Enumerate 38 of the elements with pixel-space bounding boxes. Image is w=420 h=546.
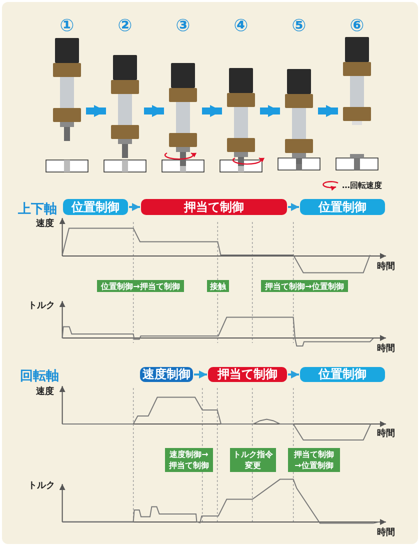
arrow <box>202 105 222 117</box>
note-box: 接触 <box>207 280 229 292</box>
step-number: ② <box>116 16 134 36</box>
arrow <box>288 203 299 211</box>
step-number: ⑥ <box>348 16 366 36</box>
step-number: ⑤ <box>290 16 308 36</box>
phase-band: 速度制御 <box>140 367 193 382</box>
phase-band: 位置制御 <box>63 199 128 215</box>
axis-label: トルク <box>28 480 55 492</box>
phase-band: 位置制御 <box>300 367 385 382</box>
phase-band: 押当て制御 <box>141 199 287 215</box>
axis-label: 時間 <box>377 342 395 355</box>
step-number: ③ <box>174 16 192 36</box>
arrow <box>260 105 280 117</box>
axis-label: 速度 <box>36 385 54 398</box>
axis-label: 時間 <box>377 526 395 539</box>
phase-band: 位置制御 <box>300 199 385 215</box>
phase-band: 押当て制御 <box>208 367 287 382</box>
note-box: 位置制御→押当て制御 <box>97 280 184 292</box>
axis-label: トルク <box>28 300 55 312</box>
step-number: ④ <box>232 16 250 36</box>
arrow <box>129 203 140 211</box>
arrow <box>318 105 338 117</box>
step-number: ① <box>58 16 76 36</box>
arrow <box>288 370 299 378</box>
arrow <box>194 370 207 378</box>
axis-label: 時間 <box>377 427 395 440</box>
note-box: 押当て制御→位置制御 <box>288 448 340 472</box>
axis-heading: 上下軸 <box>18 201 57 218</box>
axis-label: 時間 <box>377 260 395 273</box>
arrow <box>144 105 164 117</box>
arrow <box>86 105 106 117</box>
legend-text: …回転速度 <box>342 180 382 191</box>
axis-label: 速度 <box>36 217 54 230</box>
note-box: 押当て制御→位置制御 <box>261 280 348 292</box>
axis-heading: 回転軸 <box>20 368 59 385</box>
note-box: トルク指令変更 <box>230 448 276 472</box>
note-box: 速度制御→押当て制御 <box>165 448 213 472</box>
